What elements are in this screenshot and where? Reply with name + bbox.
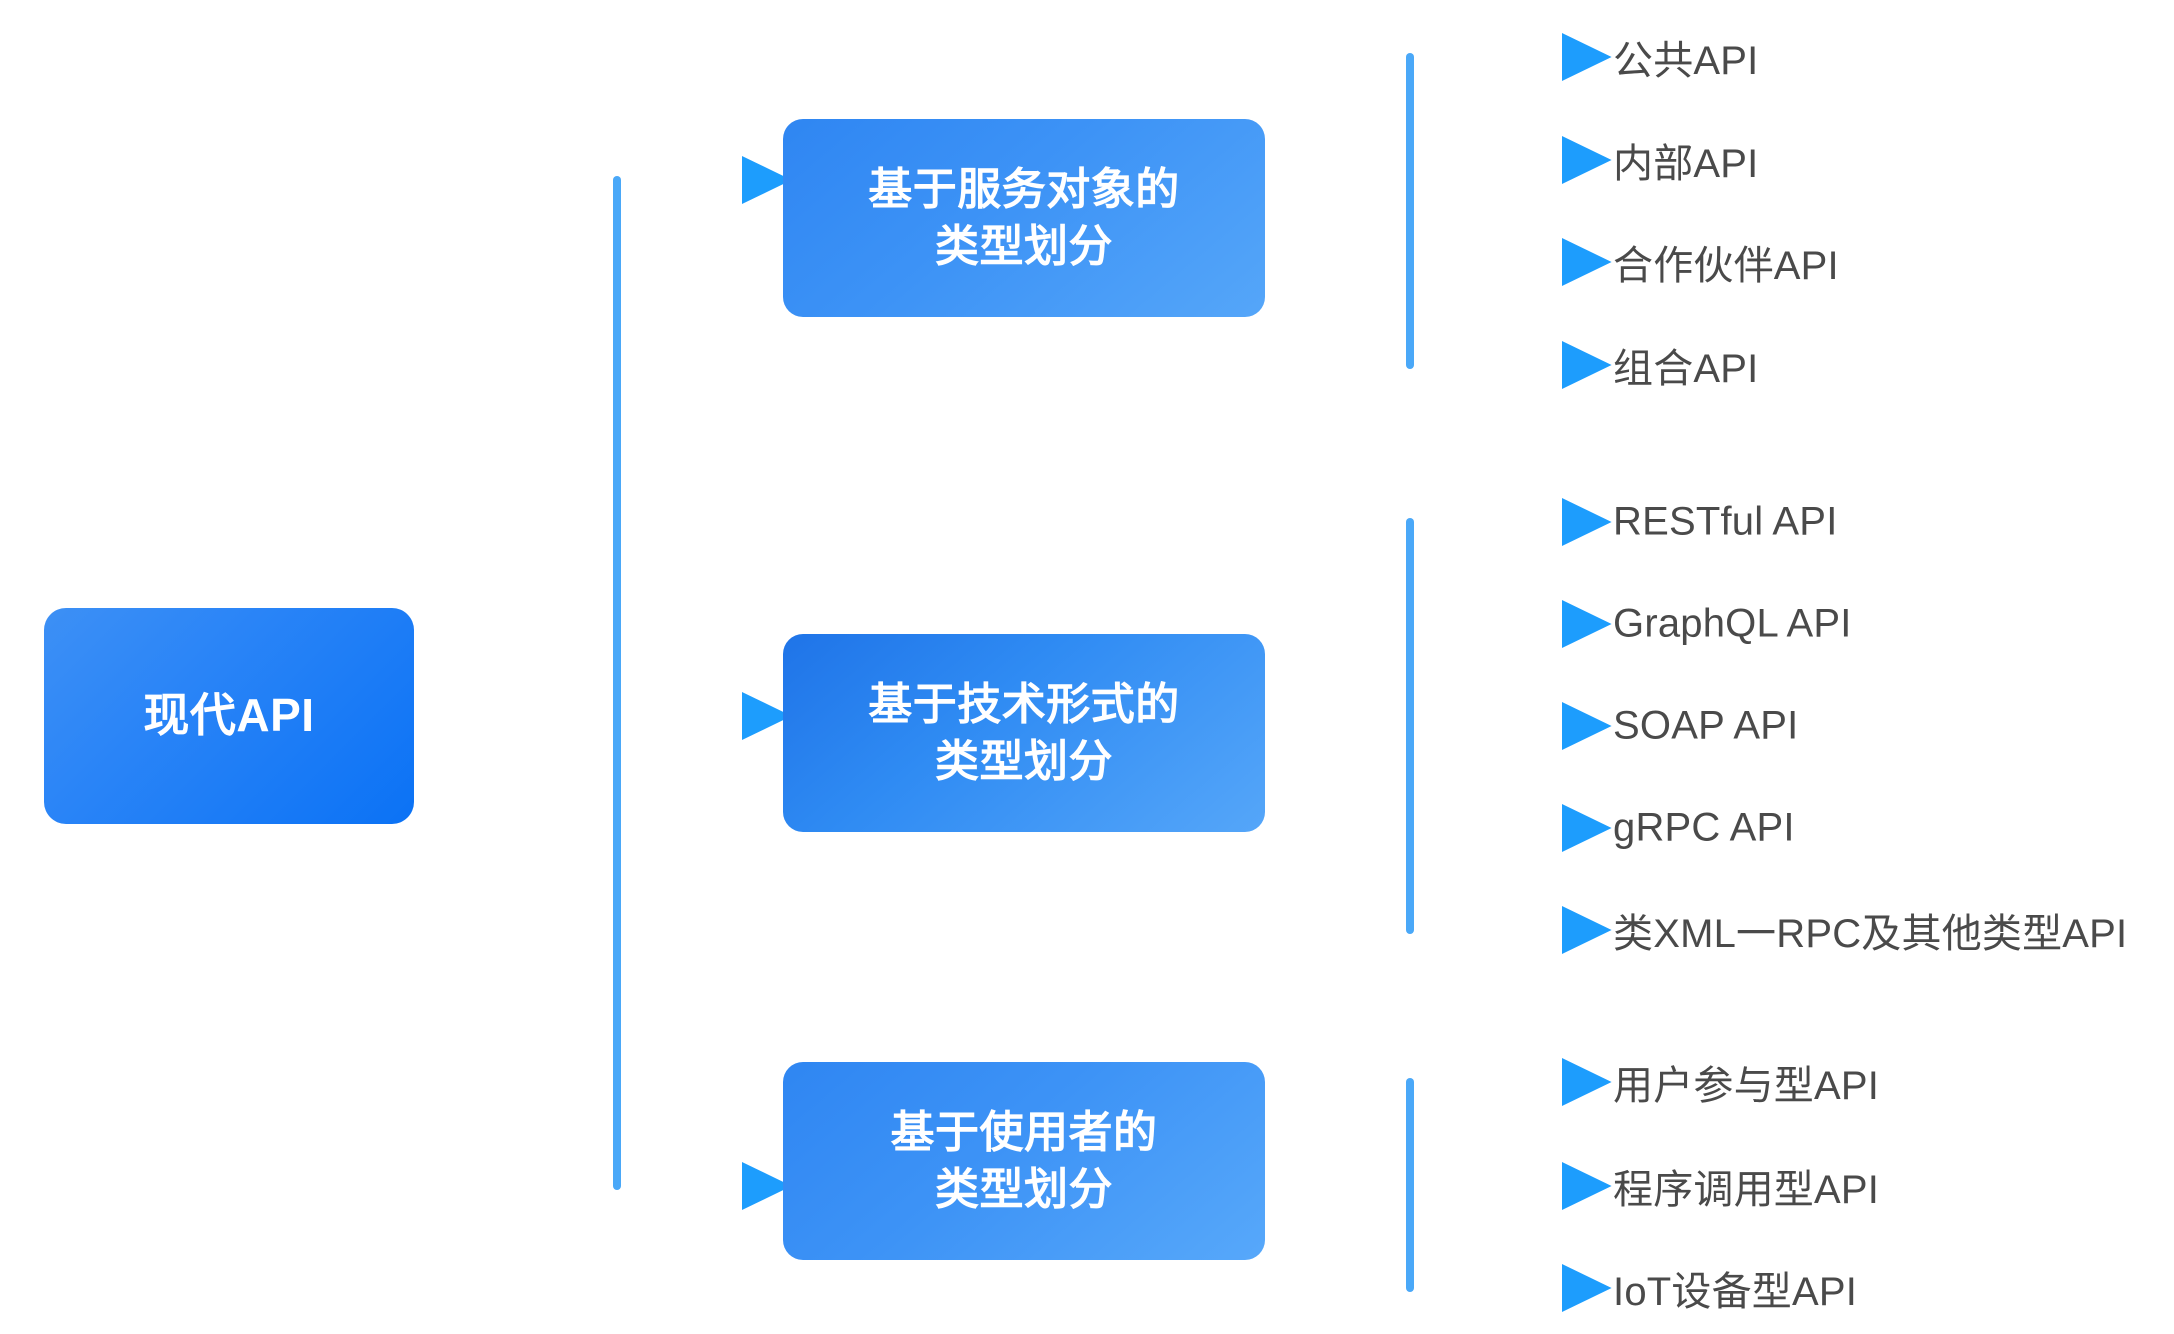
category-node-technical-form[interactable]: 基于技术形式的 类型划分	[783, 634, 1265, 832]
spine-to-category-connectors	[617, 156, 792, 1210]
branch-2-connectors	[1265, 498, 1612, 954]
leaf-label-graphql-api[interactable]: GraphQL API	[1613, 601, 1852, 646]
leaf-label-public-api[interactable]: 公共API	[1613, 39, 1759, 83]
leaf-label-partner-api[interactable]: 合作伙伴API	[1613, 244, 1839, 288]
branch-3-connectors	[1265, 1058, 1612, 1312]
category-node-service-object[interactable]: 基于服务对象的 类型划分	[783, 119, 1265, 317]
category-node-consumer[interactable]: 基于使用者的 类型划分	[783, 1062, 1265, 1260]
leaf-label-user-participation-api[interactable]: 用户参与型API	[1613, 1064, 1880, 1108]
leaf-label-composite-api[interactable]: 组合API	[1613, 347, 1759, 391]
leaf-label-xmlrpc-other-api[interactable]: 类XML一RPC及其他类型API	[1613, 912, 2128, 956]
leaf-label-grpc-api[interactable]: gRPC API	[1613, 805, 1795, 850]
leaf-label-internal-api[interactable]: 内部API	[1613, 142, 1759, 186]
root-to-spine-connector	[414, 176, 621, 1190]
leaf-label-iot-device-api[interactable]: IoT设备型API	[1613, 1270, 1858, 1314]
leaf-label-soap-api[interactable]: SOAP API	[1613, 703, 1799, 748]
root-node[interactable]: 现代API	[44, 608, 414, 824]
leaf-label-program-invocation-api[interactable]: 程序调用型API	[1613, 1168, 1880, 1212]
leaf-label-restful-api[interactable]: RESTful API	[1613, 499, 1838, 544]
branch-1-connectors	[1265, 33, 1612, 389]
